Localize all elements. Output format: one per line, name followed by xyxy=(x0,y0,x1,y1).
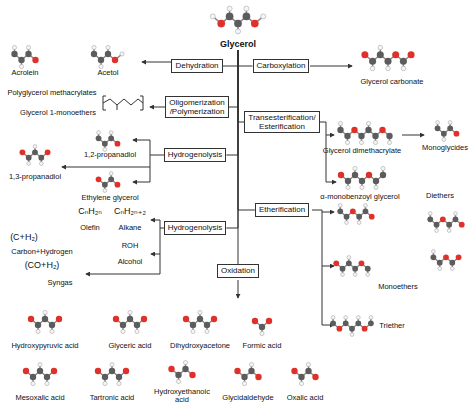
product-label: Triether xyxy=(379,322,405,330)
arrow xyxy=(150,107,165,108)
product-label: Acrolein xyxy=(11,69,38,77)
process-box: Carboxylation xyxy=(253,59,310,72)
molecule-model xyxy=(28,310,62,333)
trunk-line xyxy=(229,50,238,107)
product-label: CₙH₂ₙ₊₂ xyxy=(114,207,146,217)
arrow xyxy=(151,220,160,221)
molecule-model xyxy=(234,362,261,385)
product-label: CₙH₂ₙ xyxy=(78,207,102,217)
product-label: Diethers xyxy=(426,192,454,200)
product-label: Olefin xyxy=(80,224,100,232)
trunk-line xyxy=(226,50,238,228)
product-label: Alcohol xyxy=(118,258,143,266)
molecule-model xyxy=(91,45,124,68)
molecule-model xyxy=(20,145,51,166)
arrow xyxy=(310,66,352,67)
product-label: Hydroxypyruvic acid xyxy=(11,342,78,350)
product-label: Alkane xyxy=(119,224,142,232)
molecule-model xyxy=(96,172,121,193)
molecule-model xyxy=(11,45,38,68)
product-label: Syngas xyxy=(47,279,72,287)
product-label: Carbon+Hydrogen xyxy=(11,248,73,256)
box-text: Oligomerization /Polymerization xyxy=(169,98,225,116)
process-box: Oxidation xyxy=(217,264,259,277)
box-text: Glycerol xyxy=(220,39,256,49)
product-label: Glycerol dimethacrylate xyxy=(323,147,401,155)
molecule-model xyxy=(435,121,460,142)
product-label: Acetol xyxy=(98,69,119,77)
arrow xyxy=(402,135,424,136)
arrow xyxy=(322,212,334,213)
arrow xyxy=(142,62,172,63)
product-label: ROH xyxy=(122,242,139,250)
process-box: Hydrogenolysis xyxy=(164,148,227,161)
molecule-model xyxy=(168,360,195,383)
box-text: Carboxylation xyxy=(257,61,306,70)
product-label: Oxalic acid xyxy=(287,394,324,402)
molecule-model xyxy=(113,310,147,333)
molecule-model xyxy=(333,256,370,277)
molecule-model xyxy=(427,212,464,233)
product-label: Polyglycerol methacrylates xyxy=(7,89,96,97)
molecule-model xyxy=(96,131,121,152)
arrow xyxy=(238,280,239,298)
product-label: 1,2-propanadiol xyxy=(84,151,136,159)
trunk-line xyxy=(238,50,253,66)
product-label: Hydroxyethanoic acid xyxy=(154,388,210,405)
molecule-model xyxy=(95,362,129,385)
product-label: Glyceric acid xyxy=(109,342,152,350)
molecule-model xyxy=(337,121,392,144)
process-box: Hydrogenolysis xyxy=(164,221,227,234)
molecule-model xyxy=(23,362,57,385)
arrow xyxy=(322,266,334,267)
product-label: Monoethers xyxy=(378,283,418,291)
product-label: (C+H₂) xyxy=(10,233,38,243)
arrow xyxy=(133,140,150,141)
product-label: Ethylene glycerol xyxy=(81,194,138,202)
arrow xyxy=(312,210,322,325)
molecule-model xyxy=(361,45,414,71)
process-box: Etherification xyxy=(255,203,309,216)
box-text: Hydrogenolysis xyxy=(168,223,223,232)
product-label: Dihydroxyacetone xyxy=(170,342,230,350)
process-box: Transesterification/ Esterification xyxy=(244,111,319,133)
product-label: Monoglycides xyxy=(422,144,468,152)
molecule-model xyxy=(183,310,217,333)
box-text: Hydrogenolysis xyxy=(168,150,223,159)
molecule-model xyxy=(431,250,462,271)
arrow xyxy=(326,135,334,136)
product-label: Glycerol 1-monoethers xyxy=(20,109,96,117)
arrow xyxy=(86,274,160,275)
molecule-model xyxy=(330,316,374,337)
product-label: Mesoxalic acid xyxy=(15,394,64,402)
process-box: Oligomerization /Polymerization xyxy=(165,96,229,118)
trunk-line xyxy=(238,50,239,264)
product-label: 1,3-propanadiol xyxy=(9,173,61,181)
molecule-model xyxy=(338,166,386,189)
arrow xyxy=(151,254,160,255)
trunk-line xyxy=(223,50,238,66)
molecule-label: Glycerol xyxy=(219,39,257,49)
molecule-model xyxy=(252,318,272,336)
product-label: Glycidaldehyde xyxy=(222,394,273,402)
arrow xyxy=(326,182,336,183)
arrow xyxy=(133,182,150,183)
product-label: α-monobenzoyl glycerol xyxy=(320,193,399,201)
molecule-model xyxy=(291,362,318,385)
box-text: Transesterification/ Esterification xyxy=(248,113,315,131)
molecule-model xyxy=(210,6,265,34)
process-box: Dehydration xyxy=(171,59,222,72)
box-text: Etherification xyxy=(259,205,305,214)
product-label: Formic acid xyxy=(243,342,282,350)
product-label: (CO+H₂) xyxy=(25,261,60,271)
box-text: Dehydration xyxy=(175,61,218,70)
product-label: Glycerol carbonate xyxy=(361,78,424,86)
arrow xyxy=(62,167,150,168)
product-label: Tartronic acid xyxy=(90,394,135,402)
molecule-model xyxy=(337,204,374,225)
polymer-sketch xyxy=(103,96,143,110)
box-text: Oxidation xyxy=(221,266,255,275)
